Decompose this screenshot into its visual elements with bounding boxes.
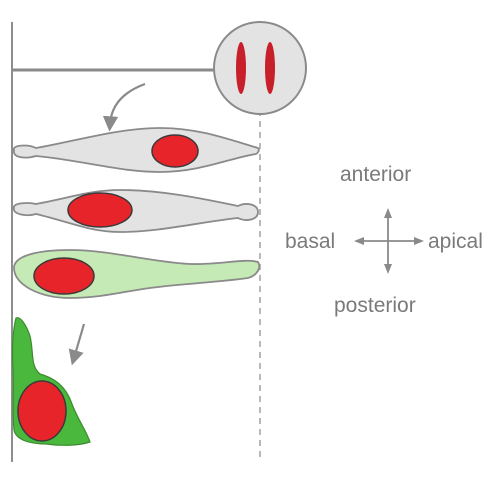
nucleus — [33, 257, 95, 295]
dark-green-cell — [11, 317, 91, 446]
anterior-label: anterior — [340, 163, 412, 186]
gray-cell-1 — [13, 127, 260, 173]
chromosome-left — [236, 42, 246, 94]
chromosome-right — [265, 42, 275, 94]
gray-cell-2 — [13, 189, 259, 233]
nucleus — [67, 192, 133, 228]
light-green-cell — [13, 249, 261, 299]
basal-label: basal — [285, 230, 336, 253]
orientation-compass-icon — [354, 208, 424, 274]
apical-label: apical — [428, 230, 483, 253]
nucleus — [17, 380, 67, 442]
nucleus — [151, 134, 199, 168]
dividing-cell — [213, 21, 307, 115]
curved-arrow-icon — [102, 82, 146, 132]
arrow-icon — [68, 323, 86, 366]
posterior-label: posterior — [334, 294, 416, 317]
